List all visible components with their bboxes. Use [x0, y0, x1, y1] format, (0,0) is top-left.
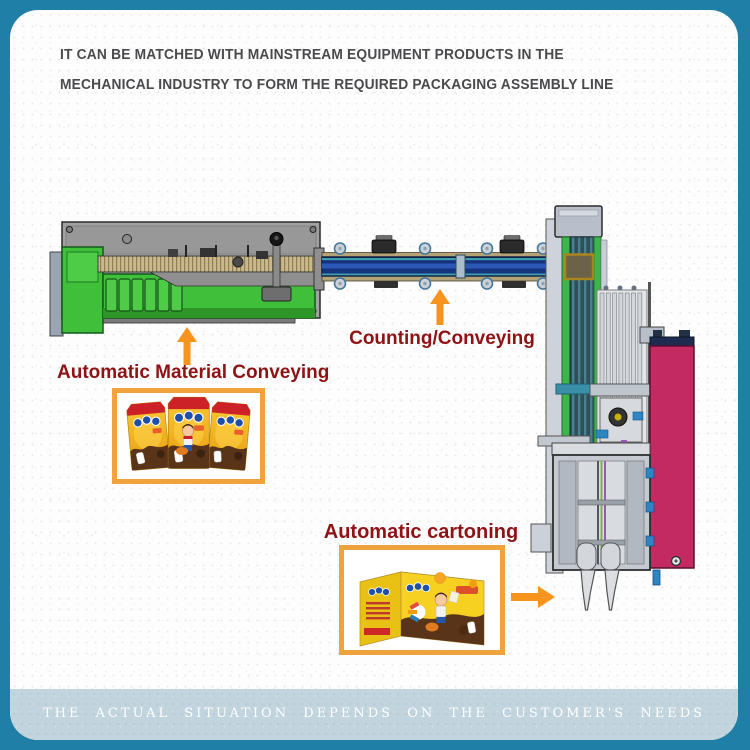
cartoning-machine: [530, 205, 695, 611]
product-bags-image: [112, 388, 265, 484]
carton-box-image: [339, 545, 505, 655]
page-title: IT CAN BE MATCHED WITH MAINSTREAM EQUIPM…: [60, 40, 614, 100]
material-conveying-up-arrow-icon: [177, 327, 197, 365]
counting-conveyor-rail: [321, 235, 593, 290]
cartoning-right-arrow-icon: [511, 586, 555, 608]
title-line2: MECHANICAL INDUSTRY TO FORM THE REQUIRED…: [60, 77, 614, 93]
label-cartoning: Automatic cartoning: [323, 521, 519, 543]
title-line1: IT CAN BE MATCHED WITH MAINSTREAM EQUIPM…: [60, 47, 564, 63]
content-card: IT CAN BE MATCHED WITH MAINSTREAM EQUIPM…: [10, 10, 738, 740]
footer-text: THE ACTUAL SITUATION DEPENDS ON THE CUST…: [42, 706, 706, 721]
counting-conveying-up-arrow-icon: [430, 289, 450, 325]
label-counting-conveying: Counting/Conveying: [349, 328, 535, 349]
label-material-conveying: Automatic Material Conveying: [57, 362, 330, 383]
footer-band: THE ACTUAL SITUATION DEPENDS ON THE CUST…: [10, 689, 738, 740]
material-conveyor-machine: [49, 221, 325, 337]
